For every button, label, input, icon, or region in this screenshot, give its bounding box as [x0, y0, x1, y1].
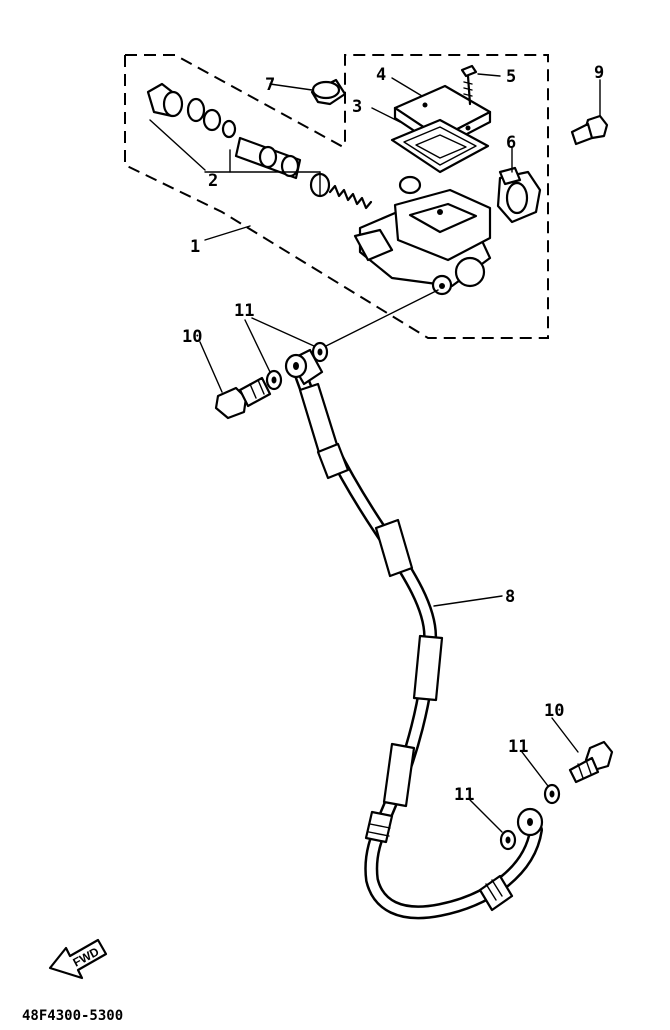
forward-arrow: FWD	[48, 938, 108, 980]
part-code: 48F4300-5300	[22, 1008, 123, 1024]
piston	[234, 136, 302, 180]
callout-2: 2	[208, 171, 218, 191]
copper-washers-top	[265, 341, 329, 391]
reservoir-plug	[310, 78, 347, 106]
circlip	[186, 97, 206, 123]
callout-6: 6	[506, 133, 516, 153]
callout-labels: 1 2 3 4 5 6 7 8 9 10 10 11 11 11	[182, 63, 604, 805]
piston-boot	[146, 82, 184, 118]
brake-hose	[284, 348, 544, 920]
master-cylinder-body	[353, 175, 492, 296]
callout-7: 7	[265, 75, 275, 95]
holder-bolt	[570, 114, 609, 146]
callout-5: 5	[506, 67, 516, 87]
o-ring	[221, 119, 237, 139]
callout-11-top: 11	[234, 301, 254, 321]
callout-11-low: 11	[454, 785, 474, 805]
cap-screw	[460, 64, 478, 106]
callout-9: 9	[594, 63, 604, 83]
return-spring	[328, 184, 373, 210]
piston-kit	[146, 82, 373, 210]
callout-10-bottom: 10	[544, 701, 564, 721]
holder	[496, 166, 542, 224]
union-bolt-top	[214, 376, 272, 420]
copper-washers-bottom	[499, 783, 561, 851]
assembly-outline	[124, 54, 549, 339]
leader-lines	[199, 73, 601, 833]
diaphragm	[390, 118, 490, 174]
callout-11-mid: 11	[508, 737, 528, 757]
washer	[202, 108, 222, 132]
union-bolt-bottom	[568, 740, 614, 784]
callout-3: 3	[352, 97, 362, 117]
callout-10-top: 10	[182, 327, 202, 347]
callout-8: 8	[505, 587, 515, 607]
callout-4: 4	[376, 65, 386, 85]
callout-1: 1	[190, 237, 200, 257]
